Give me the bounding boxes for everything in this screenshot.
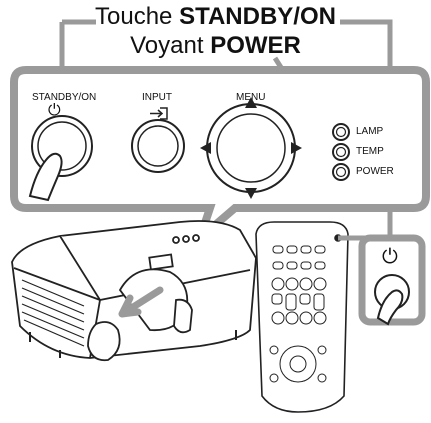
projector-illustration xyxy=(11,220,257,362)
finger-icon xyxy=(28,152,63,202)
press-arrow-icon xyxy=(118,286,164,318)
menu-label: MENU xyxy=(236,92,266,103)
input-icon xyxy=(150,107,168,120)
callout-standby-title: Touche STANDBY/ON xyxy=(95,3,336,30)
input-label: INPUT xyxy=(142,92,172,103)
callout-power-title: Voyant POWER xyxy=(130,32,301,59)
temp-label: TEMP xyxy=(356,146,384,157)
remote-standby-symbol-icon: ⏻ xyxy=(382,246,398,268)
power-label: POWER xyxy=(356,166,394,177)
temp-indicator xyxy=(332,143,350,161)
menu-arrows-icon xyxy=(200,97,302,199)
remote-control xyxy=(255,221,349,413)
power-indicator xyxy=(332,163,350,181)
lamp-label: LAMP xyxy=(356,126,384,137)
lamp-indicator xyxy=(332,123,350,141)
input-button[interactable] xyxy=(131,119,185,173)
menu-dial[interactable] xyxy=(206,103,296,193)
standby-label: STANDBY/ON xyxy=(32,92,97,103)
standby-symbol-icon: ⏻ xyxy=(48,102,61,119)
finger-icon-remote xyxy=(376,289,404,326)
